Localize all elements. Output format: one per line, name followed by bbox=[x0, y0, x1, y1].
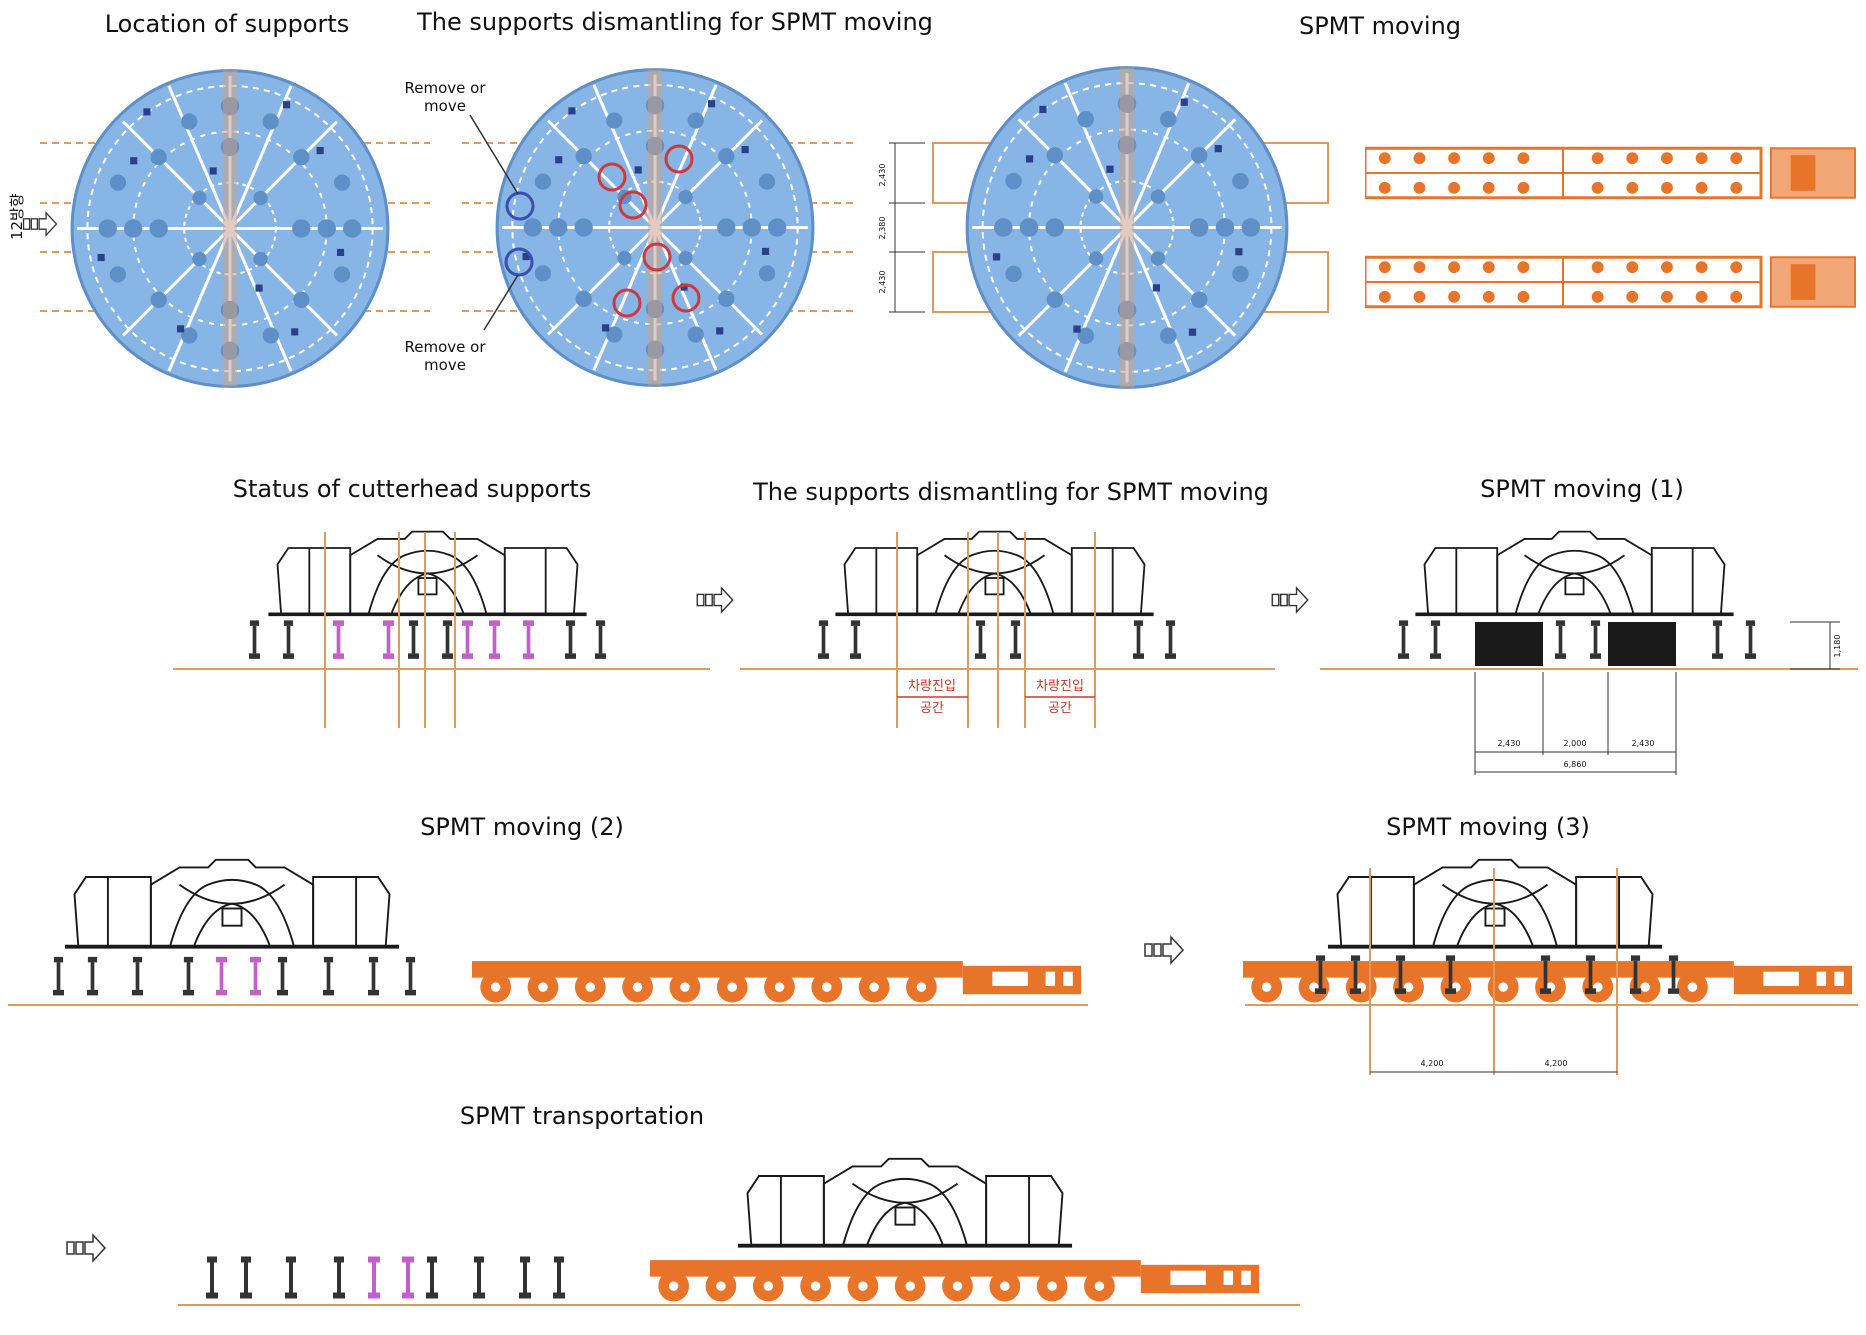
cutterhead-side-view-f bbox=[738, 1159, 1072, 1246]
label-remove-or-move-upper-1: Remove or bbox=[405, 79, 487, 97]
cutterhead-front-view-1 bbox=[70, 68, 390, 389]
title-status-cutterhead-supports: Status of cutterhead supports bbox=[233, 475, 592, 503]
vehicle-entry-label-2b: 공간 bbox=[1048, 701, 1072, 716]
dim-moving1-b: 2,000 bbox=[1564, 739, 1587, 748]
title-location-of-supports: Location of supports bbox=[105, 10, 350, 38]
dim-moving1-c: 2,430 bbox=[1632, 739, 1655, 748]
guide-verticals-b bbox=[896, 532, 1096, 728]
cutterhead-front-view-2 bbox=[495, 67, 815, 388]
dim-plan-1: 2,430 bbox=[878, 164, 887, 187]
arrow-right-icon bbox=[1271, 587, 1309, 613]
vehicle-entry-label-2a: 차량진입 bbox=[1036, 679, 1084, 694]
dismantle-markers bbox=[504, 144, 701, 318]
title-spmt-moving-1: SPMT moving (1) bbox=[1480, 475, 1684, 503]
spmt-plan-upper bbox=[1365, 146, 1857, 200]
label-remove-or-move-lower-2: move bbox=[424, 356, 466, 374]
dim-moving1-height: 1,180 bbox=[1833, 635, 1842, 658]
title-dismantling-top: The supports dismantling for SPMT moving bbox=[416, 8, 933, 36]
guide-verticals-e bbox=[1369, 868, 1618, 1075]
dim-moving1-a: 2,430 bbox=[1498, 739, 1521, 748]
label-remove-or-move-lower-1: Remove or bbox=[405, 338, 487, 356]
supports-a bbox=[249, 620, 606, 659]
cutterhead-side-view-a bbox=[268, 532, 586, 615]
arrow-right-icon bbox=[66, 1234, 106, 1262]
plan-dimension-lines bbox=[889, 142, 925, 313]
supports-c bbox=[1398, 620, 1756, 659]
spmt-side-view-e bbox=[1243, 961, 1853, 1003]
dim-moving3-b: 4,200 bbox=[1545, 1059, 1568, 1068]
guide-verticals-a bbox=[324, 532, 456, 728]
dimension-lines-c bbox=[1474, 621, 1840, 775]
dim-plan-2: 2,380 bbox=[878, 217, 887, 240]
title-dismantling-mid: The supports dismantling for SPMT moving bbox=[752, 478, 1269, 506]
supports-left-behind bbox=[206, 1256, 565, 1299]
dim-moving3-a: 4,200 bbox=[1421, 1059, 1444, 1068]
dim-plan-3: 2,430 bbox=[878, 271, 887, 294]
spmt-side-view-f bbox=[650, 1260, 1260, 1302]
leader-line-lower bbox=[483, 274, 519, 331]
cutterhead-side-view-d bbox=[65, 860, 399, 947]
arrow-right-icon bbox=[696, 587, 734, 613]
supports-d bbox=[53, 956, 416, 996]
title-spmt-transportation: SPMT transportation bbox=[460, 1102, 704, 1130]
vehicle-entry-label-1b: 공간 bbox=[920, 701, 944, 716]
title-spmt-moving-2: SPMT moving (2) bbox=[420, 813, 624, 841]
cutterhead-side-view-c bbox=[1415, 532, 1733, 615]
title-spmt-moving-top: SPMT moving bbox=[1299, 12, 1461, 40]
title-spmt-moving-3: SPMT moving (3) bbox=[1386, 813, 1590, 841]
label-remove-or-move-upper-2: move bbox=[424, 97, 466, 115]
arrow-right-icon bbox=[1144, 936, 1184, 964]
spmt-units-c bbox=[1475, 622, 1676, 666]
arrow-right-icon bbox=[22, 212, 58, 236]
dim-moving1-total: 6,860 bbox=[1564, 760, 1587, 769]
leader-line-upper bbox=[469, 114, 519, 195]
cutterhead-front-view-3 bbox=[965, 66, 1289, 389]
side-direction-label: 12방향 bbox=[8, 193, 26, 240]
spmt-plan-lower bbox=[1365, 255, 1857, 309]
spmt-side-view-d bbox=[472, 961, 1082, 1003]
vehicle-entry-label-1a: 차량진입 bbox=[908, 679, 956, 694]
cutterhead-side-view-b bbox=[835, 532, 1153, 615]
